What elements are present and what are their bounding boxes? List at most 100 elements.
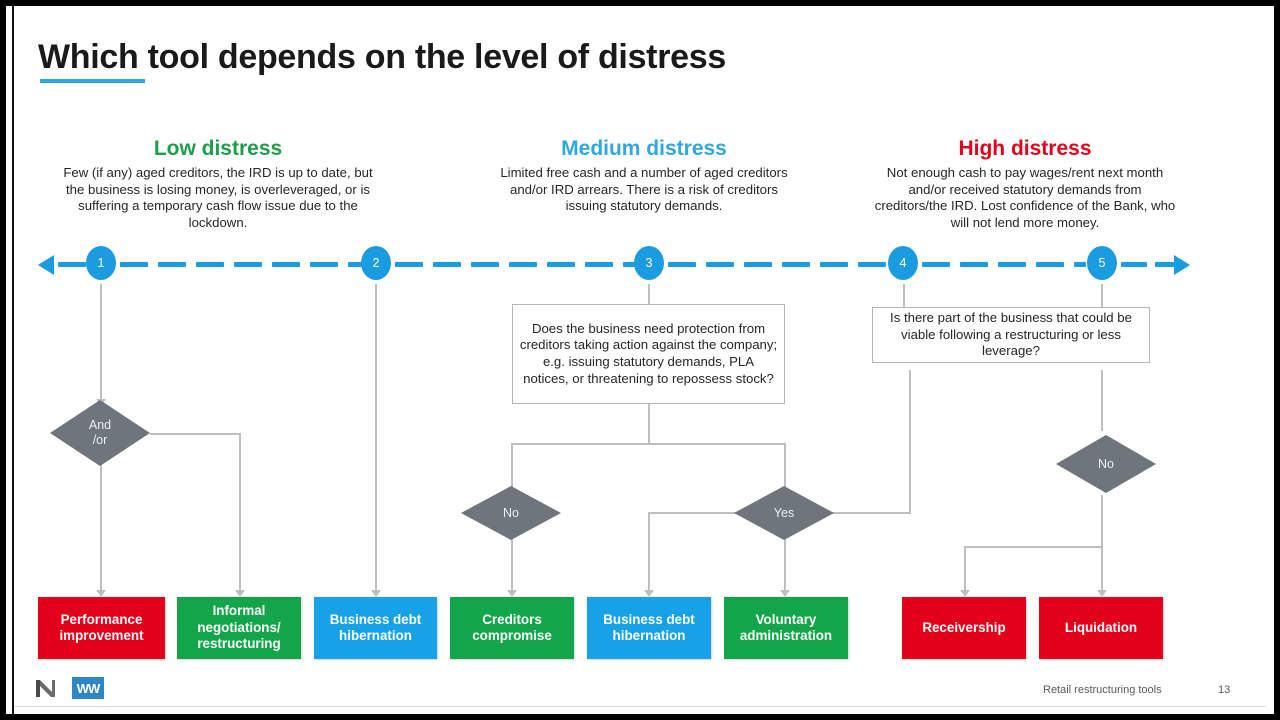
connector-arrowhead — [780, 590, 790, 597]
footer-label: Retail restructuring tools — [1043, 684, 1162, 696]
timeline-dash — [310, 262, 338, 267]
connector-line — [648, 512, 748, 514]
timeline-dash — [668, 262, 696, 267]
connector-arrowhead — [960, 590, 970, 597]
connector-arrowhead — [371, 590, 381, 597]
timeline-dash — [922, 262, 950, 267]
connector-line — [903, 284, 905, 307]
slide-frame-top — [0, 0, 1280, 6]
connector-line — [821, 512, 911, 514]
timeline-dash — [998, 262, 1026, 267]
timeline-dash — [234, 262, 262, 267]
connector-line — [511, 443, 785, 445]
connector-line — [1101, 284, 1103, 307]
outcome-performance-improvement[interactable]: Performance improvement — [38, 597, 165, 659]
distress-timeline: 1 2 3 4 5 — [0, 246, 1280, 284]
n-monogram-logo — [36, 680, 55, 697]
page-title: Which tool depends on the level of distr… — [38, 38, 726, 76]
connector-arrowhead — [507, 590, 517, 597]
connector-line — [964, 546, 966, 591]
timeline-dash — [348, 262, 362, 267]
connector-line — [150, 433, 240, 435]
timeline-dash — [58, 262, 86, 267]
outcome-business-debt-hibernation-2[interactable]: Business debt hibernation — [587, 597, 711, 659]
connector-arrowhead — [235, 590, 245, 597]
ww-logo-text: WW — [76, 680, 101, 696]
connector-arrowhead — [644, 590, 654, 597]
timeline-dash — [272, 262, 300, 267]
connector-line — [648, 284, 650, 304]
ww-logo: WW — [72, 677, 104, 699]
decision-and-or-line2: /or — [92, 433, 108, 447]
question-box-viable: Is there part of the business that could… — [872, 307, 1150, 363]
connector-line — [964, 546, 1102, 548]
decision-yes: Yes — [734, 486, 834, 540]
connector-arrowhead — [96, 590, 106, 597]
column-desc-low: Few (if any) aged creditors, the IRD is … — [63, 165, 373, 230]
slide-frame-right — [1274, 0, 1280, 720]
slide-frame-bottom — [0, 714, 1280, 720]
timeline-node-3[interactable]: 3 — [634, 246, 664, 280]
timeline-node-1[interactable]: 1 — [86, 246, 116, 280]
timeline-node-2[interactable]: 2 — [361, 246, 391, 280]
connector-line — [511, 443, 513, 487]
footer-page-number: 13 — [1218, 684, 1231, 696]
column-title-medium: Medium distress — [561, 137, 727, 160]
connector-line — [375, 284, 377, 591]
timeline-dash — [820, 262, 848, 267]
column-high-distress: High distress Not enough cash to pay wag… — [872, 136, 1178, 231]
timeline-dash — [1036, 262, 1064, 267]
column-title-high: High distress — [958, 137, 1092, 160]
outcome-liquidation[interactable]: Liquidation — [1039, 597, 1163, 659]
timeline-dash — [196, 262, 224, 267]
timeline-dash — [433, 262, 461, 267]
decision-no-left: No — [461, 486, 561, 540]
timeline-dash — [1074, 262, 1086, 267]
connector-line — [648, 404, 650, 444]
timeline-dash — [395, 262, 423, 267]
timeline-dash — [1155, 262, 1175, 267]
column-medium-distress: Medium distress Limited free cash and a … — [492, 136, 796, 215]
timeline-dash — [744, 262, 772, 267]
question-box-protection: Does the business need protection from c… — [512, 304, 785, 404]
outcome-voluntary-administration[interactable]: Voluntary administration — [724, 597, 848, 659]
column-title-low: Low distress — [153, 137, 283, 160]
decision-and-or-line1: And — [88, 418, 112, 432]
connector-arrowhead — [1097, 590, 1107, 597]
timeline-dash — [585, 262, 613, 267]
connector-line — [784, 443, 786, 487]
connector-line — [100, 284, 102, 400]
timeline-dash — [471, 262, 499, 267]
connector-line — [909, 370, 911, 513]
timeline-dash — [782, 262, 810, 267]
decision-no-right: No — [1056, 435, 1156, 493]
connector-line — [648, 512, 650, 591]
timeline-dash — [509, 262, 537, 267]
timeline-dash — [706, 262, 734, 267]
timeline-dash — [158, 262, 186, 267]
timeline-dash — [120, 262, 148, 267]
timeline-node-5[interactable]: 5 — [1087, 246, 1117, 280]
connector-line — [100, 465, 102, 591]
slide-frame-left — [0, 0, 6, 720]
column-desc-high: Not enough cash to pay wages/rent next m… — [874, 165, 1176, 230]
connector-line — [1101, 370, 1103, 431]
timeline-node-4[interactable]: 4 — [888, 246, 918, 280]
outcome-receivership[interactable]: Receivership — [902, 597, 1026, 659]
connector-line — [784, 538, 786, 591]
timeline-dash — [960, 262, 988, 267]
decision-and-or: And /or — [50, 400, 150, 466]
title-underline — [40, 79, 145, 83]
timeline-dash — [1121, 262, 1147, 267]
timeline-dash — [858, 262, 886, 267]
timeline-dash — [547, 262, 575, 267]
slide-inner-rule — [12, 6, 14, 714]
outcome-creditors-compromise[interactable]: Creditors compromise — [450, 597, 574, 659]
outcome-business-debt-hibernation-1[interactable]: Business debt hibernation — [314, 597, 437, 659]
arrow-right-icon — [1174, 255, 1190, 275]
arrow-left-icon — [38, 255, 54, 275]
outcome-informal-negotiations[interactable]: Informal negotiations/ restructuring — [177, 597, 301, 659]
connector-line — [239, 433, 241, 591]
connector-line — [511, 538, 513, 591]
